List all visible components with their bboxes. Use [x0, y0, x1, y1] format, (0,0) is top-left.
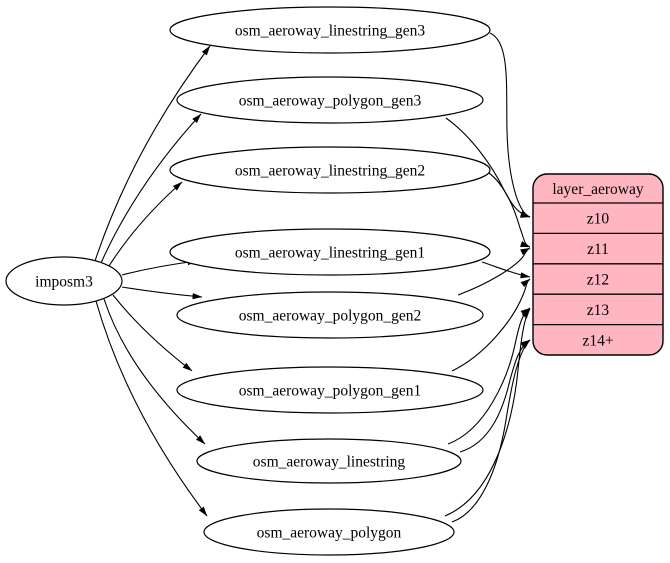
node-osm_aeroway_polygon_gen1: osm_aeroway_polygon_gen1 [176, 366, 484, 414]
edge-osm_aeroway_polygon_gen1-to-z12 [451, 278, 531, 372]
edge-imposm3-to-osm_aeroway_linestring_gen1 [121, 259, 198, 276]
edge-imposm3-to-osm_aeroway_polygon_gen1 [112, 294, 193, 372]
edge-osm_aeroway_linestring_gen1-to-z12 [481, 261, 531, 279]
edge-osm_aeroway_linestring_gen2-to-z11 [488, 172, 531, 248]
edge-imposm3-to-osm_aeroway_linestring_gen2 [108, 181, 183, 267]
node-label-osm_aeroway_polygon_gen3: osm_aeroway_polygon_gen3 [239, 93, 422, 110]
edge-osm_aeroway_polygon-to-z13 [444, 308, 531, 517]
node-layer_aeroway: layer_aeroway z10 z11 z12 z13 z14+ [532, 173, 664, 356]
node-shape-osm_aeroway_polygon [203, 508, 455, 556]
node-label-osm_aeroway_polygon_gen1: osm_aeroway_polygon_gen1 [239, 383, 422, 400]
layer-box [532, 173, 664, 356]
node-label-imposm3: imposm3 [35, 274, 93, 291]
node-osm_aeroway_polygon_gen3: osm_aeroway_polygon_gen3 [176, 76, 484, 124]
node-shape-imposm3 [5, 256, 123, 306]
node-label-osm_aeroway_linestring_gen3: osm_aeroway_linestring_gen3 [235, 23, 426, 40]
node-label-osm_aeroway_linestring_gen1: osm_aeroway_linestring_gen1 [235, 245, 425, 262]
edge-osm_aeroway_polygon_gen2-to-z11 [457, 247, 531, 296]
edge-imposm3-to-osm_aeroway_linestring_gen3 [94, 45, 211, 262]
layer-row-z11: z11 [587, 241, 609, 258]
node-osm_aeroway_linestring: osm_aeroway_linestring [196, 438, 462, 484]
edge-osm_aeroway_polygon-to-z14+ [451, 339, 531, 523]
layer-row-z14+: z14+ [582, 332, 613, 349]
edge-imposm3-to-osm_aeroway_polygon_gen2 [121, 286, 203, 300]
node-osm_aeroway_linestring_gen3: osm_aeroway_linestring_gen3 [169, 6, 491, 54]
layer-row-z10: z10 [587, 211, 610, 228]
nodes-layer: imposm3 osm_aeroway_linestring_gen3 osm_ae… [5, 6, 664, 556]
edge-imposm3-to-osm_aeroway_linestring [103, 298, 206, 445]
node-shape-osm_aeroway_linestring_gen1 [169, 228, 491, 276]
node-osm_aeroway_linestring_gen2: osm_aeroway_linestring_gen2 [169, 146, 491, 194]
layer-row-z12: z12 [587, 272, 609, 289]
node-label-osm_aeroway_polygon_gen2: osm_aeroway_polygon_gen2 [239, 308, 422, 325]
node-label-osm_aeroway_linestring: osm_aeroway_linestring [253, 454, 406, 471]
layer-row-z13: z13 [587, 302, 610, 319]
edge-imposm3-to-osm_aeroway_polygon_gen3 [100, 113, 202, 264]
node-osm_aeroway_linestring_gen1: osm_aeroway_linestring_gen1 [169, 228, 491, 276]
node-label-osm_aeroway_linestring_gen2: osm_aeroway_linestring_gen2 [235, 163, 425, 180]
layer-title: layer_aeroway [552, 181, 643, 198]
node-shape-osm_aeroway_polygon_gen2 [176, 291, 484, 339]
node-label-osm_aeroway_polygon: osm_aeroway_polygon [257, 525, 402, 542]
node-shape-osm_aeroway_linestring_gen3 [169, 6, 491, 54]
node-shape-osm_aeroway_polygon_gen3 [176, 76, 484, 124]
node-shape-osm_aeroway_linestring_gen2 [169, 146, 491, 194]
edge-osm_aeroway_linestring-to-z14+ [459, 339, 531, 453]
node-imposm3: imposm3 [5, 256, 123, 306]
edges-layer [94, 32, 531, 523]
edge-osm_aeroway_linestring_gen3-to-z10 [489, 32, 531, 218]
edge-imposm3-to-osm_aeroway_polygon [95, 300, 208, 517]
node-shape-osm_aeroway_polygon_gen1 [176, 366, 484, 414]
node-osm_aeroway_polygon_gen2: osm_aeroway_polygon_gen2 [176, 291, 484, 339]
node-shape-osm_aeroway_linestring [196, 438, 462, 484]
node-osm_aeroway_polygon: osm_aeroway_polygon [203, 508, 455, 556]
